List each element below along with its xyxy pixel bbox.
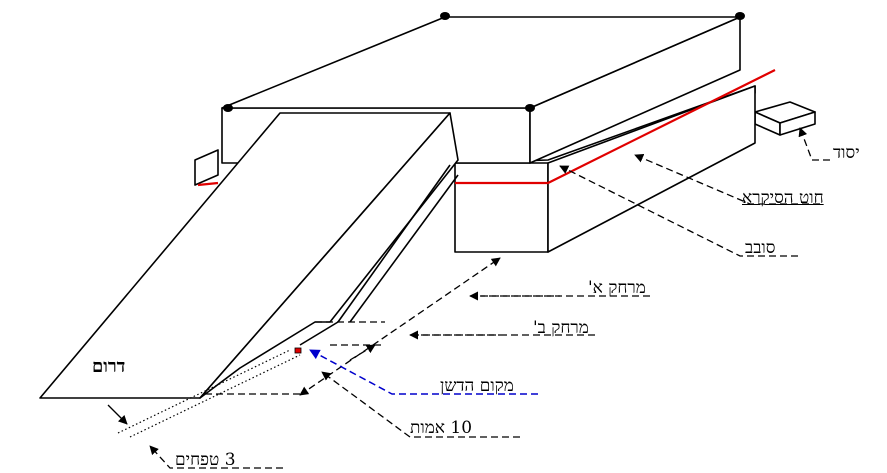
label-10-amot: 10 אמות [410, 418, 473, 438]
label-mekom-hadeshen: מקום הדשן [440, 376, 514, 396]
base-front [454, 162, 549, 253]
altar-horns [223, 12, 745, 112]
label-chut-hasikra: חוט הסיקרא [742, 188, 824, 208]
label-sovev: סובב [745, 238, 776, 258]
deshen-spot [294, 347, 302, 354]
label-merchak-b: מרחק ב' [533, 318, 589, 338]
base-side [547, 85, 756, 253]
sikra-line [197, 69, 776, 187]
label-merchak-a: מרחק א' [588, 278, 646, 298]
label-darom: דרום [92, 356, 126, 377]
label-yesod: יסוד [833, 143, 860, 163]
label-3-tefachim: 3 טפחים [175, 450, 236, 470]
deshen-leader [309, 349, 538, 395]
foundation-side [779, 111, 816, 136]
foundation-left [194, 149, 219, 186]
